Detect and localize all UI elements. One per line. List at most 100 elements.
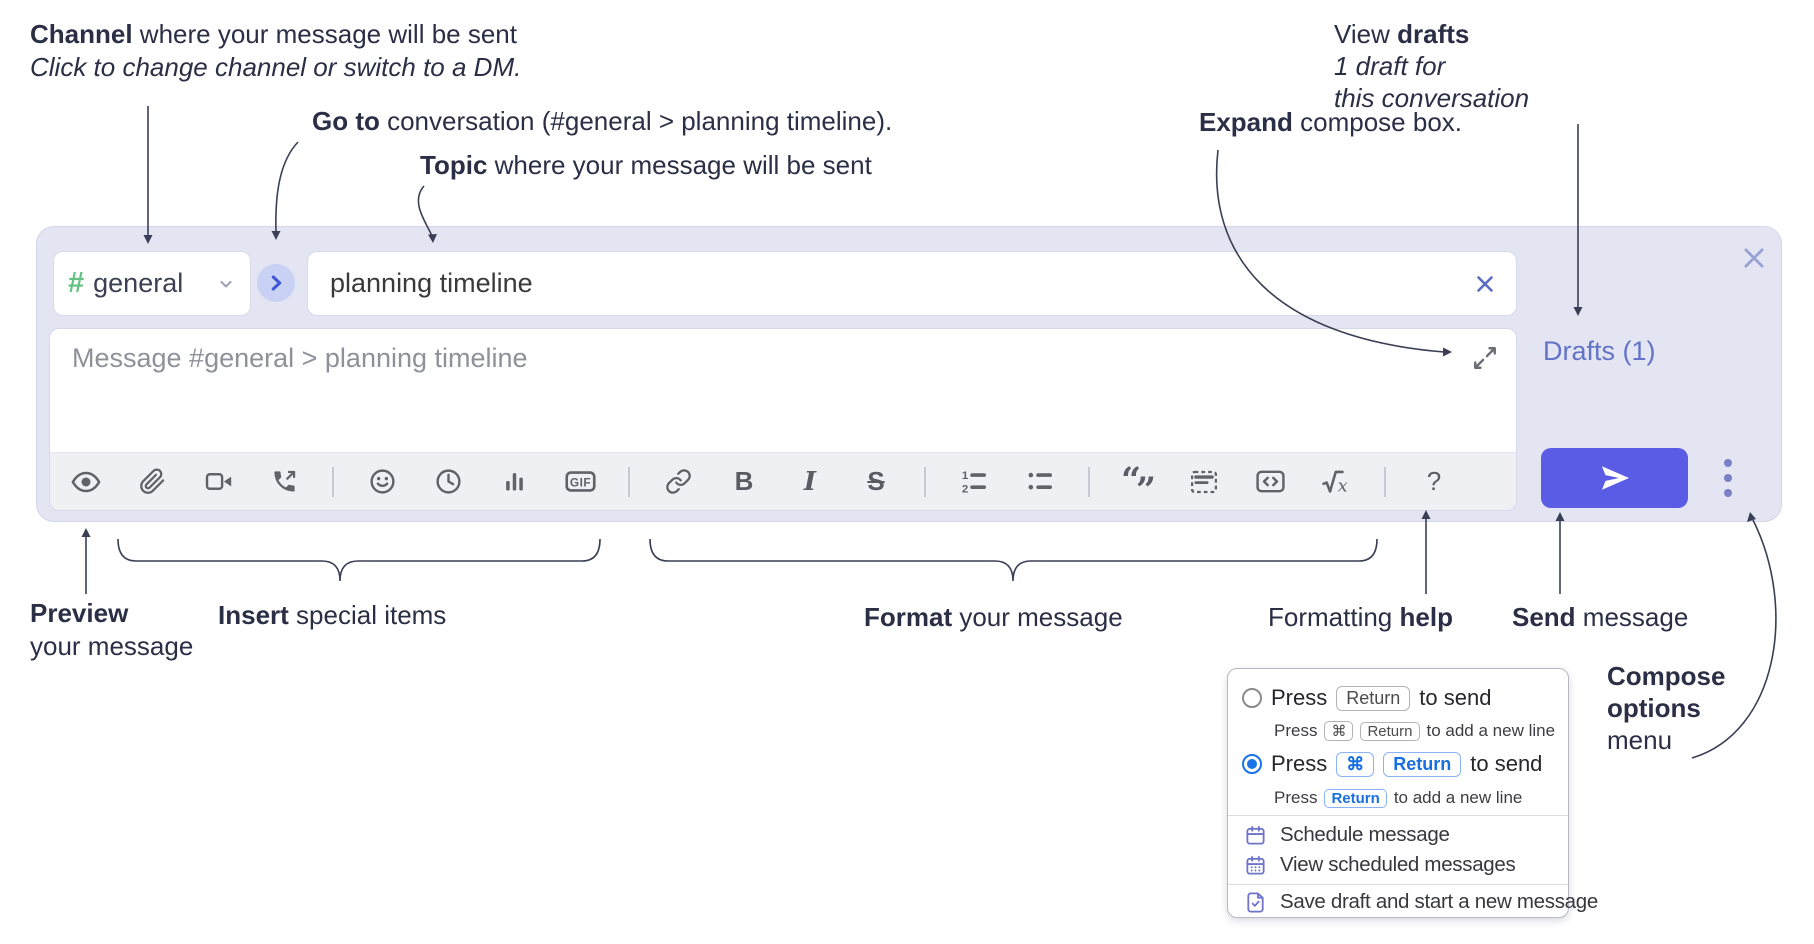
send-button[interactable] bbox=[1541, 448, 1688, 508]
attach-file-icon[interactable] bbox=[134, 464, 170, 500]
calendar-list-icon bbox=[1246, 855, 1265, 875]
menu-item-label: Schedule message bbox=[1280, 823, 1450, 846]
drafts-annotation-bold: drafts bbox=[1397, 19, 1470, 49]
goto-annotation-bold: Go to bbox=[312, 106, 380, 136]
svg-text:GIF: GIF bbox=[569, 475, 590, 489]
to-new-line-label: to add a new line bbox=[1393, 788, 1523, 807]
format-annotation-bold: Format bbox=[864, 602, 953, 632]
drafts-annotation: View drafts 1 draft for this conversatio… bbox=[1334, 18, 1529, 114]
math-icon[interactable]: x bbox=[1318, 464, 1354, 500]
send-annotation-bold: Send bbox=[1512, 602, 1576, 632]
menu-divider bbox=[1228, 815, 1568, 816]
italic-icon[interactable]: I bbox=[803, 466, 817, 497]
preview-icon[interactable] bbox=[68, 464, 104, 500]
compose-options-annotation-bold1: Compose bbox=[1607, 661, 1726, 691]
compose-options-annotation-rest: menu bbox=[1607, 725, 1673, 755]
help-annotation: Formatting help bbox=[1268, 601, 1453, 634]
quote-icon[interactable]: “” bbox=[1121, 459, 1156, 511]
drafts-link[interactable]: Drafts (1) bbox=[1543, 336, 1656, 366]
press-label: Press bbox=[1274, 788, 1318, 807]
insert-annotation-rest: special items bbox=[288, 600, 447, 630]
format-annotation: Format your message bbox=[864, 601, 1123, 634]
spoiler-icon[interactable] bbox=[1186, 464, 1222, 500]
close-compose-icon[interactable] bbox=[1739, 243, 1769, 273]
insert-annotation: Insert special items bbox=[218, 599, 446, 632]
toolbar-divider bbox=[628, 466, 630, 497]
channel-annotation-rest: where your message will be sent bbox=[132, 19, 517, 49]
expand-annotation-bold: Expand bbox=[1199, 107, 1293, 137]
formatting-help-icon[interactable]: ? bbox=[1426, 466, 1442, 496]
toolbar-divider bbox=[924, 466, 926, 497]
preview-annotation: Preview your message bbox=[30, 597, 193, 663]
message-area[interactable]: Message #general > planning timeline bbox=[49, 328, 1517, 511]
gif-icon[interactable]: GIF bbox=[562, 464, 598, 500]
help-annotation-pre: Formatting bbox=[1268, 602, 1400, 632]
compose-options-menu: Press Return to send Press ⌘ Return to a… bbox=[1227, 668, 1598, 918]
strikethrough-icon[interactable]: S bbox=[867, 466, 885, 496]
video-call-icon[interactable] bbox=[200, 464, 236, 500]
toolbar-divider bbox=[332, 466, 334, 497]
topic-annotation: Topic where your message will be sent bbox=[420, 149, 872, 182]
channel-annotation: Channel where your message will be sent … bbox=[30, 18, 521, 84]
message-placeholder: Message #general > planning timeline bbox=[72, 343, 528, 373]
channel-annotation-bold: Channel bbox=[30, 19, 133, 49]
draft-check-icon bbox=[1247, 891, 1264, 913]
preview-annotation-line2: your message bbox=[30, 631, 194, 661]
expand-annotation-rest: compose box. bbox=[1292, 107, 1463, 137]
return-keycap: Return bbox=[1360, 721, 1420, 741]
go-to-conversation-button[interactable] bbox=[257, 264, 295, 302]
goto-annotation: Go to conversation (#general > planning … bbox=[312, 105, 892, 138]
compose-options-annotation-bold2: options bbox=[1607, 693, 1701, 723]
svg-text:2: 2 bbox=[961, 483, 967, 495]
toolbar-divider bbox=[1384, 466, 1386, 497]
time-icon[interactable] bbox=[430, 464, 466, 500]
topic-input[interactable]: planning timeline bbox=[307, 251, 1517, 316]
bold-icon[interactable]: B bbox=[734, 466, 754, 496]
code-icon[interactable] bbox=[1252, 464, 1288, 500]
expand-annotation: Expand compose box. bbox=[1199, 106, 1462, 139]
to-new-line-label: to add a new line bbox=[1426, 721, 1556, 740]
menu-divider bbox=[1228, 884, 1568, 885]
compose-options-annotation: Compose options menu bbox=[1607, 660, 1725, 756]
poll-icon[interactable] bbox=[496, 464, 532, 500]
menu-item-view-scheduled[interactable]: View scheduled messages bbox=[1244, 853, 1516, 877]
chevron-down-icon bbox=[220, 280, 232, 287]
press-label: Press bbox=[1274, 721, 1318, 740]
compose-options-button[interactable] bbox=[1710, 453, 1746, 503]
send-annotation-rest: message bbox=[1575, 602, 1689, 632]
return-keycap: Return bbox=[1336, 685, 1411, 711]
cmd-keycap: ⌘ bbox=[1324, 721, 1354, 741]
format-annotation-rest: your message bbox=[952, 602, 1123, 632]
vertical-ellipsis-icon bbox=[1724, 459, 1732, 497]
radio-cmd-return-to-send[interactable] bbox=[1242, 754, 1262, 774]
chevron-right-icon bbox=[271, 275, 282, 291]
topic-annotation-rest: where your message will be sent bbox=[487, 150, 872, 180]
voice-call-icon[interactable] bbox=[266, 464, 302, 500]
help-annotation-bold: help bbox=[1399, 602, 1453, 632]
topic-value: planning timeline bbox=[330, 268, 533, 298]
preview-arrowhead bbox=[81, 528, 91, 537]
drafts-annotation-pre: View bbox=[1334, 19, 1398, 49]
bulleted-list-icon[interactable] bbox=[1022, 464, 1058, 500]
radio-return-to-send[interactable] bbox=[1242, 688, 1262, 708]
channel-selector[interactable]: # general bbox=[53, 251, 251, 316]
expand-compose-icon[interactable] bbox=[1472, 345, 1498, 371]
emoji-icon[interactable] bbox=[364, 464, 400, 500]
menu-item-schedule-message[interactable]: Schedule message bbox=[1244, 823, 1450, 847]
menu-item-save-draft[interactable]: Save draft and start a new message bbox=[1244, 890, 1598, 914]
return-keycap: Return bbox=[1324, 788, 1387, 808]
link-icon[interactable] bbox=[660, 464, 696, 500]
to-send-label: to send bbox=[1419, 685, 1492, 710]
channel-name: general bbox=[93, 268, 184, 298]
drafts-annotation-line3: this conversation bbox=[1334, 83, 1530, 113]
channel-hash-icon: # bbox=[68, 267, 85, 299]
insert-brace bbox=[117, 538, 601, 582]
send-annotation: Send message bbox=[1512, 601, 1688, 634]
press-label: Press bbox=[1271, 685, 1328, 710]
press-label: Press bbox=[1271, 751, 1328, 776]
goto-arrow-line bbox=[275, 141, 299, 233]
menu-item-label: Save draft and start a new message bbox=[1280, 890, 1598, 913]
send-icon bbox=[1601, 466, 1629, 490]
clear-topic-icon[interactable] bbox=[1472, 271, 1498, 297]
